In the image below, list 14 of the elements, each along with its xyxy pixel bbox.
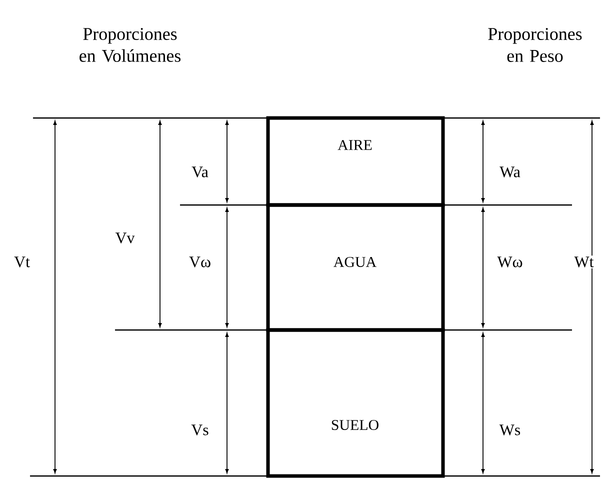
phase-box: SUELO: [266, 328, 445, 478]
heading: Proporciones en Peso: [488, 28, 582, 62]
dimension-label: Vt: [13, 256, 31, 268]
dimension-label: Vω: [188, 256, 212, 268]
dimension-label: Wω: [496, 256, 524, 268]
heading: Proporciones en Volúmenes: [80, 28, 180, 62]
dimension-label: Wa: [498, 166, 522, 178]
dimension-label: Va: [190, 166, 210, 178]
phase-box: AIRE: [266, 116, 445, 207]
dimension-label: Vv: [114, 232, 136, 244]
dimension-label: Ws: [498, 424, 522, 436]
phase-box: AGUA: [266, 203, 445, 332]
dimension-label: Wt: [573, 256, 595, 268]
dimension-label: Vs: [190, 424, 210, 436]
